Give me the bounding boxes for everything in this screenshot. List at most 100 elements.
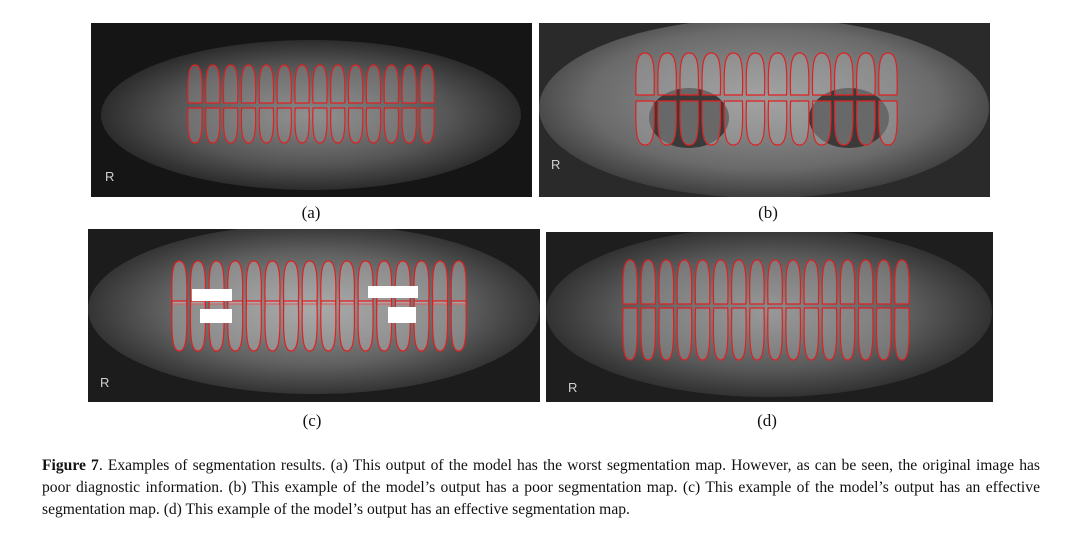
tooth-outline bbox=[821, 259, 838, 305]
r-marker-d: R bbox=[568, 380, 577, 395]
panel-b-xray: R bbox=[539, 23, 990, 197]
tooth-outline bbox=[767, 52, 788, 96]
tooth-outline bbox=[245, 300, 262, 352]
tooth-outline bbox=[657, 52, 677, 96]
tooth-outline bbox=[419, 64, 435, 104]
tooth-outline bbox=[635, 100, 655, 146]
tooth-outline bbox=[222, 107, 239, 144]
tooth-outline bbox=[294, 107, 310, 144]
tooth-outline bbox=[320, 260, 337, 305]
tooth-outline bbox=[383, 64, 400, 104]
tooth-outline bbox=[694, 307, 711, 361]
panel-b-image: R bbox=[539, 23, 990, 197]
tooth-outline bbox=[730, 307, 747, 361]
tooth-outline bbox=[833, 52, 854, 96]
tooth-outline bbox=[401, 107, 417, 144]
tooth-outline bbox=[767, 100, 788, 146]
tooth-outline bbox=[767, 259, 783, 305]
tooth-outline bbox=[338, 300, 356, 352]
tooth-outline bbox=[264, 300, 281, 352]
tooth-outline bbox=[658, 259, 675, 305]
tooth-outline bbox=[301, 300, 318, 352]
panel-d-label: (d) bbox=[757, 411, 777, 430]
tooth-outline bbox=[282, 300, 300, 352]
panel-c-xray: R bbox=[88, 229, 540, 402]
tooth-outline bbox=[635, 52, 655, 96]
caption-text: . Examples of segmentation results. (a) … bbox=[42, 457, 1040, 518]
tooth-outline bbox=[338, 260, 356, 305]
tooth-outline bbox=[803, 307, 820, 361]
tooth-outline bbox=[712, 259, 729, 305]
tooth-outline bbox=[450, 260, 467, 305]
panel-a-image: R bbox=[91, 23, 532, 197]
tooth-outline bbox=[330, 107, 346, 144]
tooth-outline bbox=[264, 260, 281, 305]
r-marker-b: R bbox=[551, 157, 560, 172]
tooth-outline bbox=[258, 64, 275, 104]
tooth-outline bbox=[676, 307, 693, 361]
tooth-outline bbox=[878, 52, 898, 96]
tooth-outline bbox=[856, 52, 876, 96]
tooth-outline bbox=[419, 107, 435, 144]
tooth-outline bbox=[276, 107, 292, 144]
figure-caption: Figure 7. Examples of segmentation resul… bbox=[42, 455, 1040, 521]
tooth-outline bbox=[811, 100, 832, 146]
tooth-outline bbox=[240, 64, 257, 104]
r-marker-a: R bbox=[105, 169, 114, 184]
tooth-outline bbox=[894, 307, 910, 361]
tooth-outline bbox=[676, 259, 693, 305]
tooth-outline bbox=[640, 259, 657, 305]
tooth-outline bbox=[205, 107, 221, 144]
tooth-outline bbox=[679, 52, 700, 96]
tooth-outline bbox=[450, 300, 467, 352]
tooth-outline bbox=[767, 307, 783, 361]
tooth-outline bbox=[745, 100, 766, 146]
caption-label: Figure 7 bbox=[42, 457, 99, 474]
tooth-outline bbox=[301, 260, 318, 305]
panel-d-xray: R bbox=[546, 232, 993, 402]
tooth-outline bbox=[701, 100, 722, 146]
tooth-outline bbox=[833, 100, 854, 146]
tooth-outline bbox=[640, 307, 657, 361]
tooth-outline bbox=[730, 259, 747, 305]
tooth-outline bbox=[347, 64, 364, 104]
tooth-outline bbox=[413, 300, 430, 352]
panel-d-image: R bbox=[546, 232, 993, 402]
tooth-outline bbox=[347, 107, 364, 144]
tooth-outline bbox=[622, 259, 638, 305]
segmentation-outlines-d bbox=[622, 259, 910, 361]
tooth-outline bbox=[821, 307, 838, 361]
tooth-outline bbox=[227, 300, 244, 352]
tooth-outline bbox=[723, 100, 744, 146]
tooth-outline bbox=[785, 307, 802, 361]
tooth-outline bbox=[878, 100, 898, 146]
tooth-outline bbox=[240, 107, 257, 144]
tooth-outline bbox=[245, 260, 262, 305]
tooth-outline bbox=[365, 64, 382, 104]
tooth-outline bbox=[431, 300, 449, 352]
tooth-outline bbox=[745, 52, 766, 96]
panel-c-image: R bbox=[88, 229, 540, 402]
tooth-outline bbox=[857, 259, 874, 305]
tooth-outline bbox=[811, 52, 832, 96]
panel-c-label: (c) bbox=[302, 411, 322, 430]
tooth-outline bbox=[723, 52, 744, 96]
tooth-outline bbox=[701, 52, 722, 96]
tooth-outline bbox=[205, 64, 221, 104]
restorations-c bbox=[192, 286, 418, 323]
tooth-outline bbox=[875, 259, 892, 305]
tooth-outline bbox=[875, 307, 892, 361]
tooth-outline bbox=[171, 300, 188, 352]
tooth-outline bbox=[187, 107, 203, 144]
tooth-outline bbox=[839, 259, 856, 305]
panel-b-label: (b) bbox=[758, 203, 778, 222]
tooth-outline bbox=[712, 307, 729, 361]
tooth-outline bbox=[789, 100, 810, 146]
tooth-outline bbox=[189, 300, 207, 352]
tooth-outline bbox=[330, 64, 346, 104]
segmentation-outlines-a bbox=[187, 64, 435, 144]
tooth-outline bbox=[749, 307, 765, 361]
tooth-outline bbox=[785, 259, 802, 305]
tooth-outline bbox=[894, 259, 910, 305]
tooth-outline bbox=[171, 260, 188, 305]
